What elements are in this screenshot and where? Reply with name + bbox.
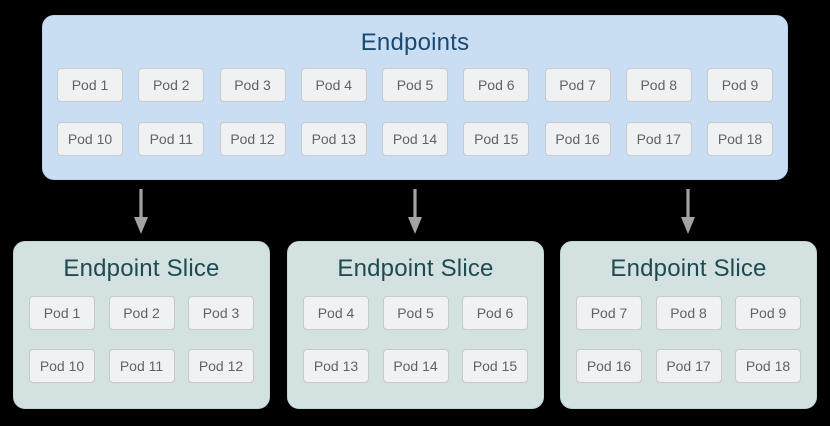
endpoints-pod-row-1: Pod 1 Pod 2 Pod 3 Pod 4 Pod 5 Pod 6 Pod …	[43, 68, 787, 102]
pod-chip: Pod 12	[219, 122, 286, 156]
pod-chip: Pod 2	[138, 68, 205, 102]
pod-chip: Pod 5	[382, 296, 449, 330]
slice-3-pod-row-2: Pod 16 Pod 17 Pod 18	[561, 349, 816, 383]
endpoints-box: Endpoints Pod 1 Pod 2 Pod 3 Pod 4 Pod 5 …	[42, 15, 788, 180]
pod-chip: Pod 15	[463, 122, 530, 156]
slice-1-pod-row-1: Pod 1 Pod 2 Pod 3	[14, 296, 269, 330]
pod-chip: Pod 10	[57, 122, 123, 156]
pod-chip: Pod 11	[138, 122, 205, 156]
slice-1-pod-row-2: Pod 10 Pod 11 Pod 12	[14, 349, 269, 383]
pod-chip: Pod 12	[188, 349, 254, 383]
pod-chip: Pod 3	[188, 296, 254, 330]
pod-chip: Pod 9	[735, 296, 801, 330]
pod-chip: Pod 4	[303, 296, 369, 330]
pod-chip: Pod 3	[219, 68, 286, 102]
pod-chip: Pod 18	[735, 349, 801, 383]
endpoints-title: Endpoints	[360, 29, 470, 56]
down-arrow-icon	[681, 189, 695, 234]
pod-chip: Pod 7	[576, 296, 642, 330]
pod-chip: Pod 18	[707, 122, 773, 156]
pod-chip: Pod 13	[300, 122, 367, 156]
pod-chip: Pod 1	[57, 68, 123, 102]
endpoint-slice-title: Endpoint Slice	[337, 255, 494, 282]
pod-chip: Pod 6	[462, 296, 528, 330]
endpoint-slice-box-2: Endpoint Slice Pod 4 Pod 5 Pod 6 Pod 13 …	[287, 241, 544, 409]
down-arrow-icon	[408, 189, 422, 234]
pod-chip: Pod 17	[625, 122, 692, 156]
pod-chip: Pod 4	[300, 68, 367, 102]
pod-chip: Pod 11	[108, 349, 175, 383]
pod-chip: Pod 5	[382, 68, 448, 102]
pod-chip: Pod 8	[625, 68, 692, 102]
pod-chip: Pod 10	[29, 349, 95, 383]
endpoint-slice-title: Endpoint Slice	[63, 255, 220, 282]
endpoint-slice-box-3: Endpoint Slice Pod 7 Pod 8 Pod 9 Pod 16 …	[560, 241, 817, 409]
pod-chip: Pod 1	[29, 296, 95, 330]
pod-chip: Pod 14	[382, 122, 448, 156]
endpoint-slice-box-1: Endpoint Slice Pod 1 Pod 2 Pod 3 Pod 10 …	[13, 241, 270, 409]
pod-chip: Pod 8	[655, 296, 722, 330]
pod-chip: Pod 7	[544, 68, 611, 102]
pod-chip: Pod 13	[303, 349, 369, 383]
slice-2-pod-row-2: Pod 13 Pod 14 Pod 15	[288, 349, 543, 383]
pod-chip: Pod 15	[462, 349, 528, 383]
pod-chip: Pod 9	[707, 68, 773, 102]
down-arrow-icon	[134, 189, 148, 234]
pod-chip: Pod 14	[382, 349, 449, 383]
pod-chip: Pod 2	[108, 296, 175, 330]
pod-chip: Pod 6	[463, 68, 530, 102]
pod-chip: Pod 17	[655, 349, 722, 383]
slice-2-pod-row-1: Pod 4 Pod 5 Pod 6	[288, 296, 543, 330]
slice-3-pod-row-1: Pod 7 Pod 8 Pod 9	[561, 296, 816, 330]
pod-chip: Pod 16	[544, 122, 611, 156]
endpoint-slice-title: Endpoint Slice	[610, 255, 767, 282]
endpoints-pod-row-2: Pod 10 Pod 11 Pod 12 Pod 13 Pod 14 Pod 1…	[43, 122, 787, 156]
pod-chip: Pod 16	[576, 349, 642, 383]
